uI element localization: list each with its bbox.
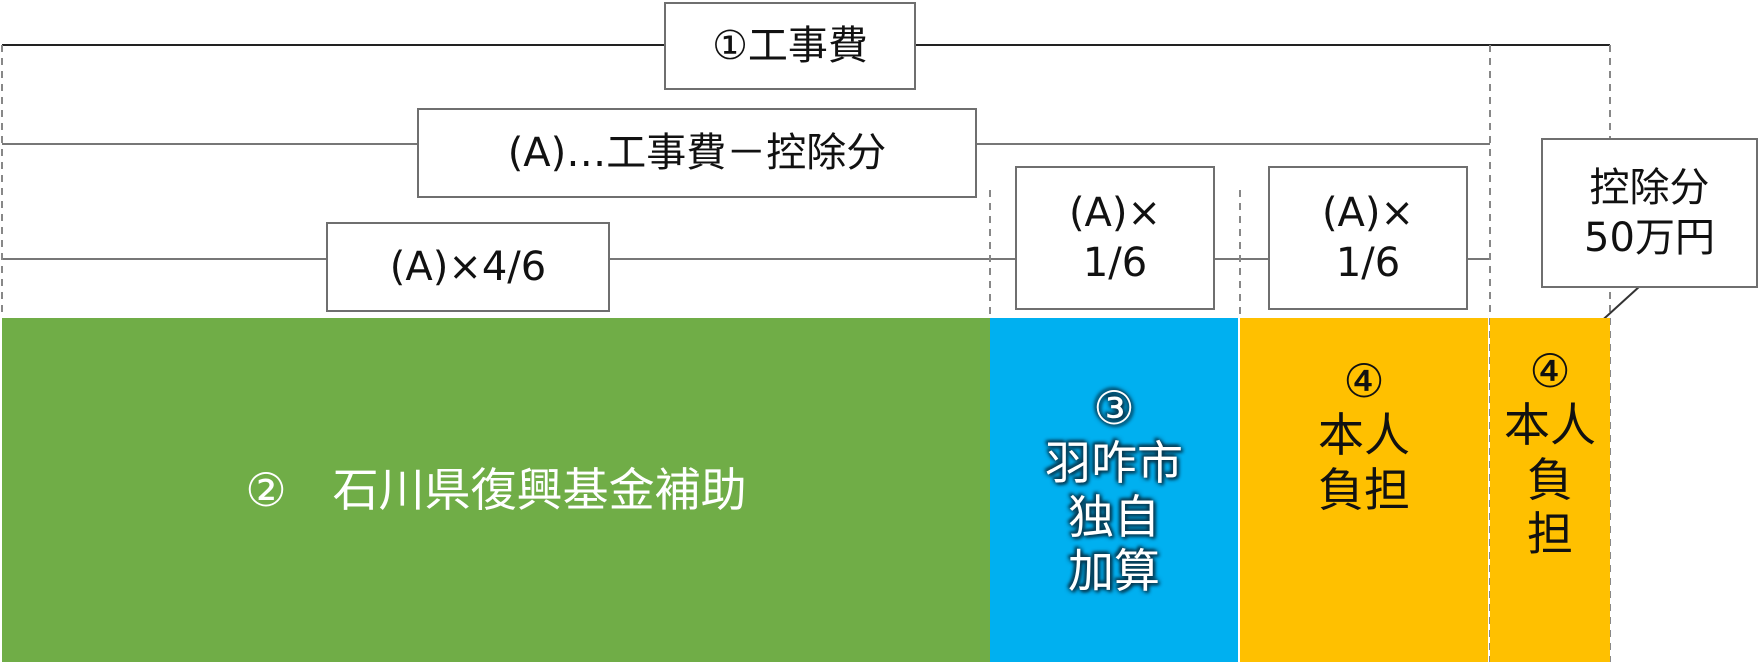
a-one-sixth-self-box: (A)× 1/6 [1268,166,1468,310]
total-cost-label: ①工事費 [712,23,868,69]
self-burden-deduction-label: ④ 本人 負 担 [1504,344,1596,561]
a-one-sixth-self-label: (A)× 1/6 [1321,190,1415,286]
self-burden-deduction-block: ④ 本人 負 担 [1490,318,1610,662]
total-cost-box: ①工事費 [664,2,916,90]
a-one-sixth-city-label: (A)× 1/6 [1068,190,1162,286]
deduction-box: 控除分 50万円 [1541,138,1758,288]
a-one-sixth-city-box: (A)× 1/6 [1015,166,1215,310]
deduction-label: 控除分 50万円 [1584,165,1715,261]
prefecture-fund-label: ② 石川県復興基金補助 [245,462,747,517]
prefecture-fund-block: ② 石川県復興基金補助 [2,318,990,662]
a-four-sixths-label: (A)×4/6 [389,244,547,290]
self-burden-label: ④ 本人 負担 [1318,354,1410,517]
city-addition-block: ③ 羽咋市 独自 加算 [990,318,1238,662]
a-definition-box: (A)…工事費－控除分 [417,108,977,198]
self-burden-block: ④ 本人 負担 [1240,318,1488,662]
a-definition-label: (A)…工事費－控除分 [507,130,887,176]
a-four-sixths-box: (A)×4/6 [326,222,610,312]
city-addition-label: ③ 羽咋市 独自 加算 [1045,381,1183,599]
